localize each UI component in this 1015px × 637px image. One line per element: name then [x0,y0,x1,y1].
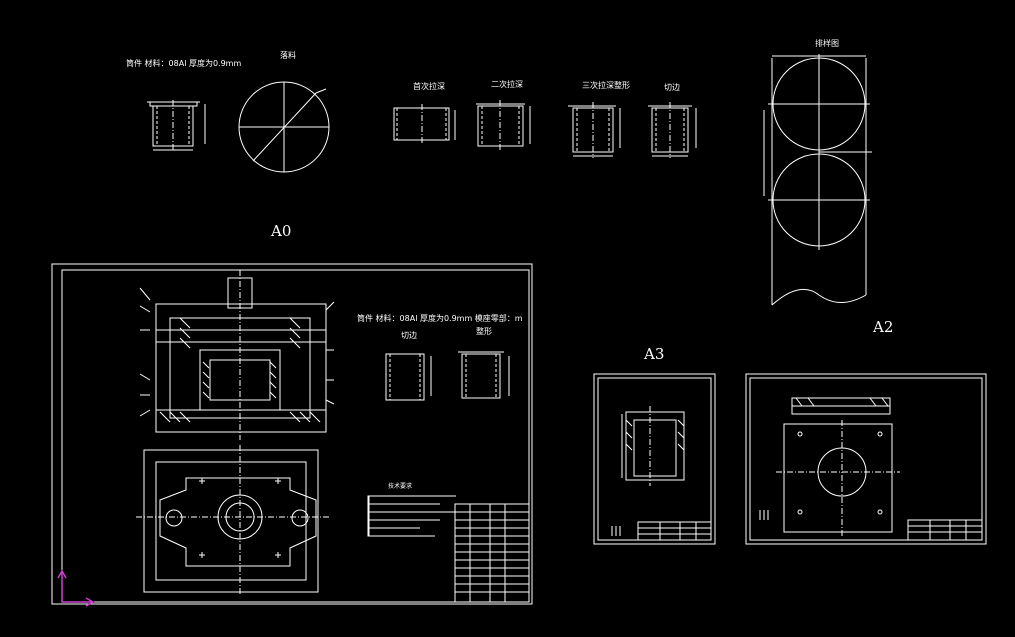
a0-shaping-label: 整形 [476,327,492,336]
third-draw-label: 三次拉深整形 [582,81,630,90]
a0-title-block [454,503,530,603]
ucs-axis-icon [57,569,95,607]
a0-shaping-drawing [458,351,510,399]
first-draw-drawing [393,104,456,144]
first-draw-label: 首次拉深 [413,82,445,91]
part-spec-label: 筒件 材料：08Al 厚度为0.9mm [126,59,242,68]
trim-label: 切边 [664,83,680,92]
third-draw-drawing [568,102,621,158]
die-plan-view [136,445,330,596]
a0-notes-block [367,495,480,537]
a3-sheet [593,373,716,545]
sheet-label-a0: A0 [271,222,292,240]
layout-label: 排样图 [815,39,839,48]
sheet-label-a2: A2 [873,318,894,336]
a2-sheet [745,373,987,545]
part-drawing [147,100,206,151]
layout-strip-drawing [763,54,872,306]
a0-trim-label: 切边 [401,331,417,340]
a0-part-spec-label: 筒件 材料：08Al 厚度为0.9mm 模座零部：m [357,314,523,323]
blank-label: 落料 [280,51,296,60]
a0-sheet [51,263,533,605]
die-section-view [139,270,335,440]
a0-notes-title: 技术要求 [388,483,413,490]
second-draw-label: 二次拉深 [491,80,523,89]
sheet-label-a3: A3 [644,345,665,363]
trim-drawing [648,102,697,158]
blank-circle-drawing [238,81,330,173]
a0-trim-drawing [385,353,432,401]
second-draw-drawing [476,100,531,150]
